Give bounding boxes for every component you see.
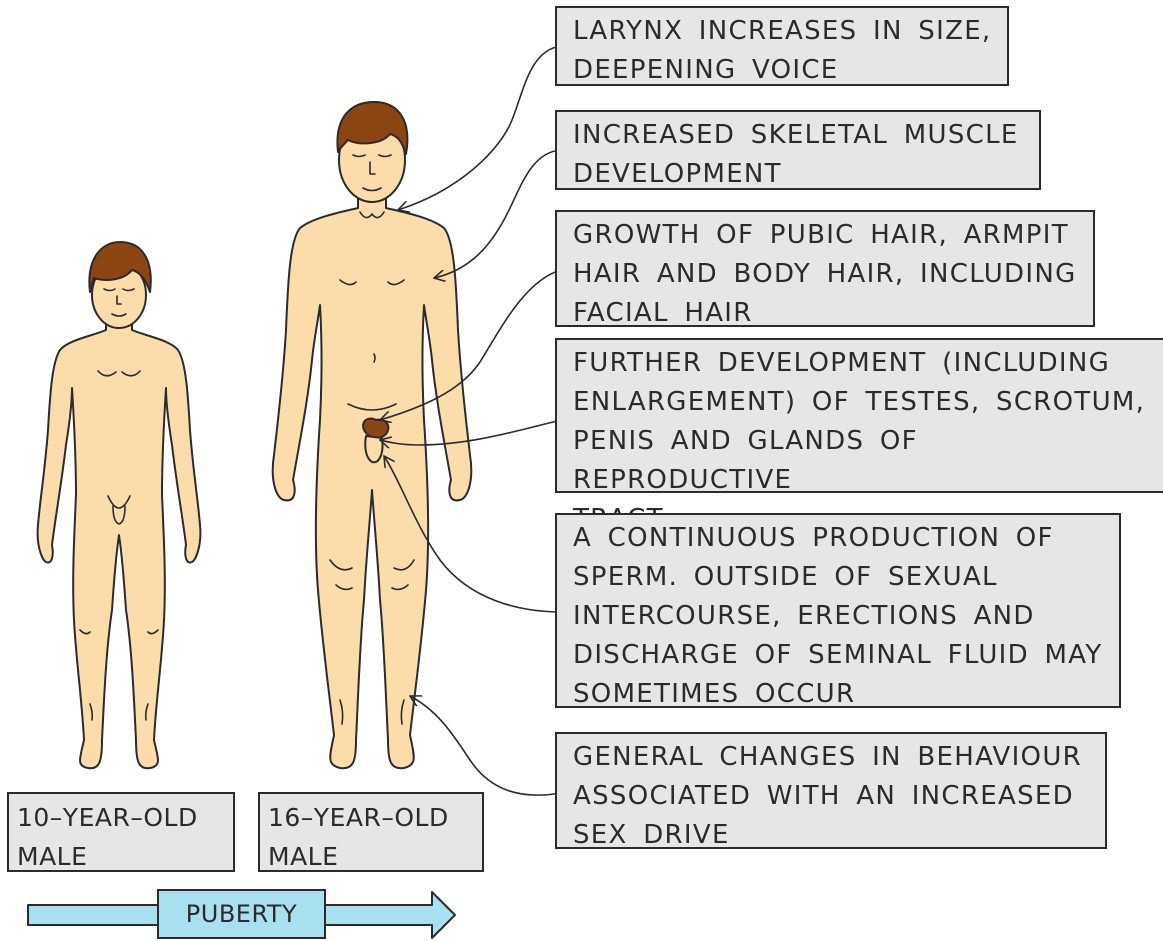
leader-behaviour — [410, 696, 561, 795]
callout-testes: FURTHER DEVELOPMENT (INCLUDING ENLARGEME… — [555, 338, 1163, 493]
callout-larynx: LARYNX INCREASES IN SIZE, DEEPENING VOIC… — [555, 6, 1009, 86]
callout-sperm: A CONTINUOUS PRODUCTION OF SPERM. OUTSID… — [555, 513, 1121, 708]
leader-larynx — [398, 46, 561, 210]
age-label-16: 16–YEAR–OLD MALE — [258, 792, 484, 872]
teen-figure — [273, 102, 472, 768]
age-label-10: 10–YEAR–OLD MALE — [7, 792, 235, 872]
child-body — [38, 316, 201, 768]
teen-body — [273, 188, 472, 768]
callout-behaviour: GENERAL CHANGES IN BEHAVIOUR ASSOCIATED … — [555, 732, 1107, 849]
puberty-label: PUBERTY — [158, 890, 325, 938]
callout-body-hair: GROWTH OF PUBIC HAIR, ARMPIT HAIR AND BO… — [555, 210, 1095, 327]
callout-muscle: INCREASED SKELETAL MUSCLE DEVELOPMENT — [555, 110, 1041, 190]
teen-penis — [365, 436, 382, 462]
child-figure — [38, 242, 201, 768]
